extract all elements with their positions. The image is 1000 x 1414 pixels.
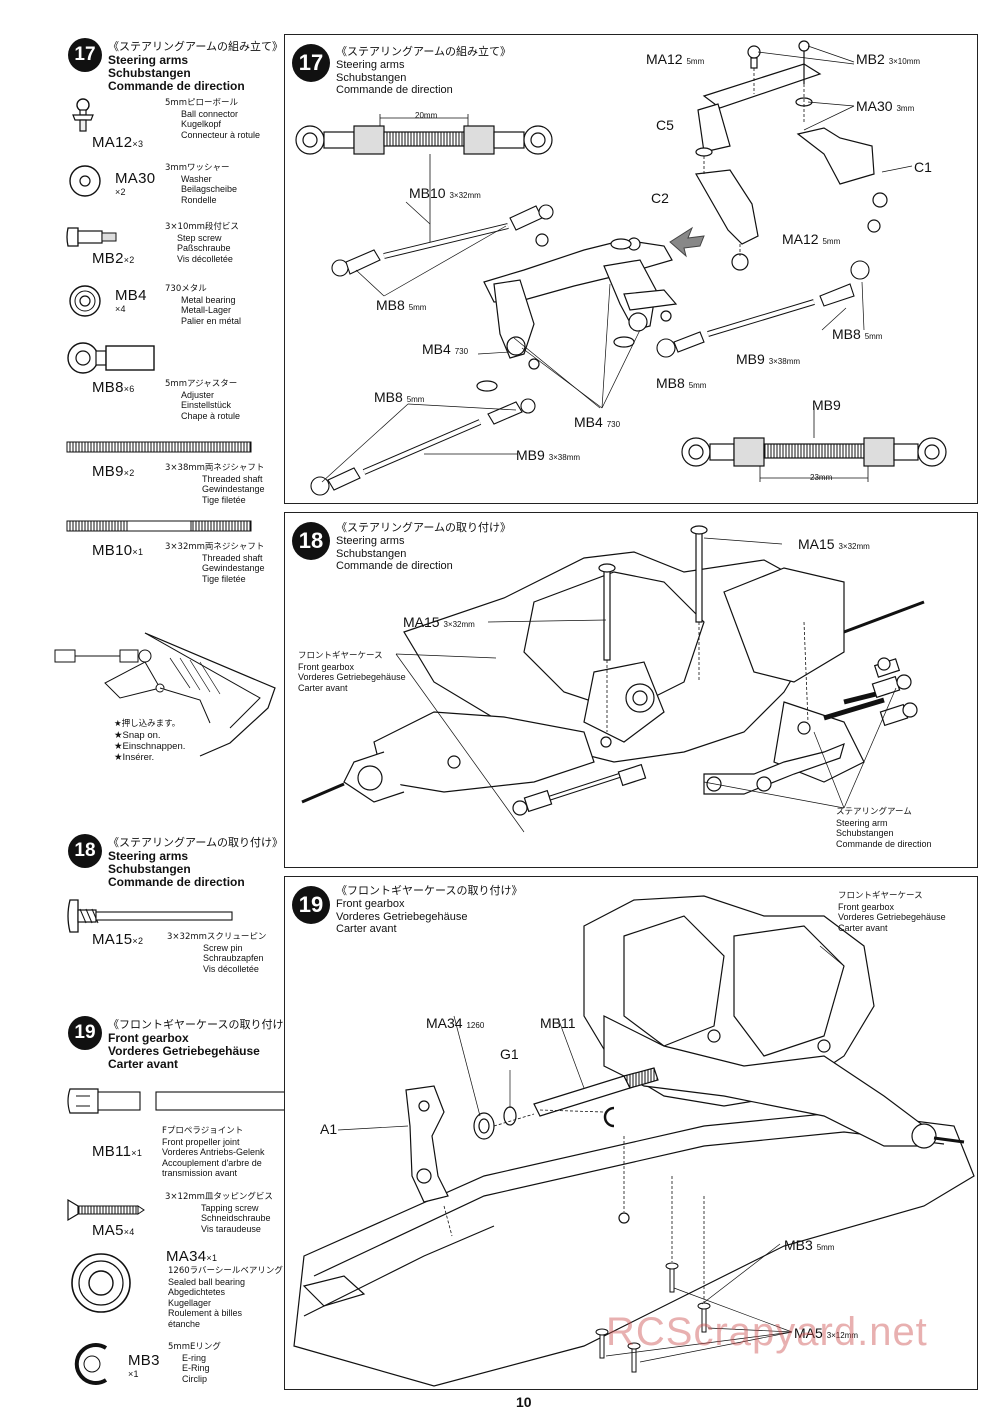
label-ma15-top: MA15 3×32mm (798, 536, 870, 552)
step-17-title-en: Steering arms (108, 53, 189, 67)
label-mb4-a: MB4 730 (422, 341, 469, 357)
e-ring-icon (74, 1343, 108, 1385)
step-19-panel-heading: 《フロントギヤーケースの取り付け》 Front gearbox Vorderes… (336, 884, 523, 935)
label-mb8-a: MB8 5mm (376, 297, 427, 313)
label-mb9-a: MB9 3×38mm (516, 447, 581, 463)
label-mb9-b: MB9 3×38mm (736, 351, 801, 367)
label-ma15-left: MA15 3×32mm (403, 614, 475, 630)
part-code-mb11: MB11×1 (92, 1143, 143, 1160)
label-ma34: MA34 1260 (426, 1015, 485, 1031)
step-17-title-jp: 《ステアリングアームの組み立て》 (108, 40, 284, 53)
step-17-panel-heading: 《ステアリングアームの組み立て》 Steering arms Schubstan… (336, 45, 512, 96)
part-code-mb8: MB8×6 (92, 379, 135, 396)
part-code-mb10: MB10×1 (92, 542, 144, 559)
step-17-badge: 17 (68, 38, 102, 72)
label-mb2: MB2 3×10mm (856, 51, 921, 67)
label-ma5: MA5 3×12mm (794, 1325, 859, 1341)
step-19-panel-badge: 19 (292, 886, 330, 924)
part-code-mb4: MB4×4 (115, 287, 147, 314)
steering-installation-drawing (301, 525, 925, 833)
label-g1: G1 (500, 1046, 519, 1062)
label-mb8-c: MB8 5mm (832, 326, 883, 342)
front-gearbox-installation-drawing (293, 895, 975, 1387)
label-mb8-b: MB8 5mm (374, 389, 425, 405)
part-code-ma34: MA34×1 (166, 1248, 218, 1265)
part-code-ma30: MA30×2 (115, 170, 156, 197)
tapping-screw-icon (67, 1198, 145, 1222)
sealed-bearing-icon (71, 1253, 131, 1313)
watermark: RCScrapyard.net (606, 1310, 928, 1354)
step-17-heading: 《ステアリングアームの組み立て》 Steering arms Schubstan… (108, 38, 283, 93)
dim-23mm: 23mm (810, 473, 833, 482)
label-mb3: MB3 5mm (784, 1237, 835, 1253)
part-code-ma5: MA5×4 (92, 1222, 135, 1239)
label-mb9-c: MB9 (812, 397, 841, 413)
threaded-shaft-icon (66, 441, 252, 453)
step-18-panel-heading: 《ステアリングアームの取り付け》 Steering arms Schubstan… (336, 521, 512, 572)
label-c1: C1 (914, 159, 932, 175)
threaded-shaft-long-icon (66, 520, 252, 532)
label-c2: C2 (651, 190, 669, 206)
step-18-heading: 《ステアリングアームの取り付け》 Steering arms Schubstan… (108, 836, 284, 889)
ball-connector-icon (72, 98, 94, 132)
step-17-title-fr: Commande de direction (108, 79, 245, 93)
screw-pin-icon (67, 899, 233, 933)
dim-20mm: 20mm (415, 111, 438, 120)
snap-note: ★押し込みます。 ★Snap on.★Einschnappen.★Insérer… (114, 719, 186, 763)
washer-icon (69, 165, 101, 197)
label-c5: C5 (656, 117, 674, 133)
step-19-badge: 19 (68, 1016, 102, 1050)
part-code-ma12: MA12×3 (92, 134, 144, 151)
label-ma30: MA30 3mm (856, 98, 915, 114)
label-a1: A1 (320, 1121, 338, 1137)
part-code-mb3: MB3×1 (128, 1352, 160, 1379)
part-code-ma15: MA15×2 (92, 931, 144, 948)
step-18-panel-badge: 18 (292, 522, 330, 560)
step-18-badge: 18 (68, 834, 102, 868)
label-mb4-b: MB4 730 (574, 414, 621, 430)
page-number: 10 (516, 1394, 532, 1410)
snap-on-illustration (54, 632, 276, 757)
part-code-mb2: MB2×2 (92, 250, 135, 267)
part-code-mb9: MB9×2 (92, 463, 135, 480)
step-17-title-de: Schubstangen (108, 66, 191, 80)
label-mb8-d: MB8 5mm (656, 375, 707, 391)
step-screw-icon (66, 227, 117, 247)
label-mb10: MB10 3×32mm (409, 185, 481, 201)
adjuster-icon (67, 342, 155, 374)
label-ma12-bottom: MA12 5mm (782, 231, 841, 247)
step-19-heading: 《フロントギヤーケースの取り付け》 Front gearbox Vorderes… (108, 1018, 295, 1071)
label-mb11: MB11 (540, 1015, 576, 1031)
label-ma12-top: MA12 5mm (646, 51, 705, 67)
steering-arm-assembly-drawing (295, 40, 947, 496)
metal-bearing-icon (69, 285, 101, 317)
step-17-panel-badge: 17 (292, 44, 330, 82)
